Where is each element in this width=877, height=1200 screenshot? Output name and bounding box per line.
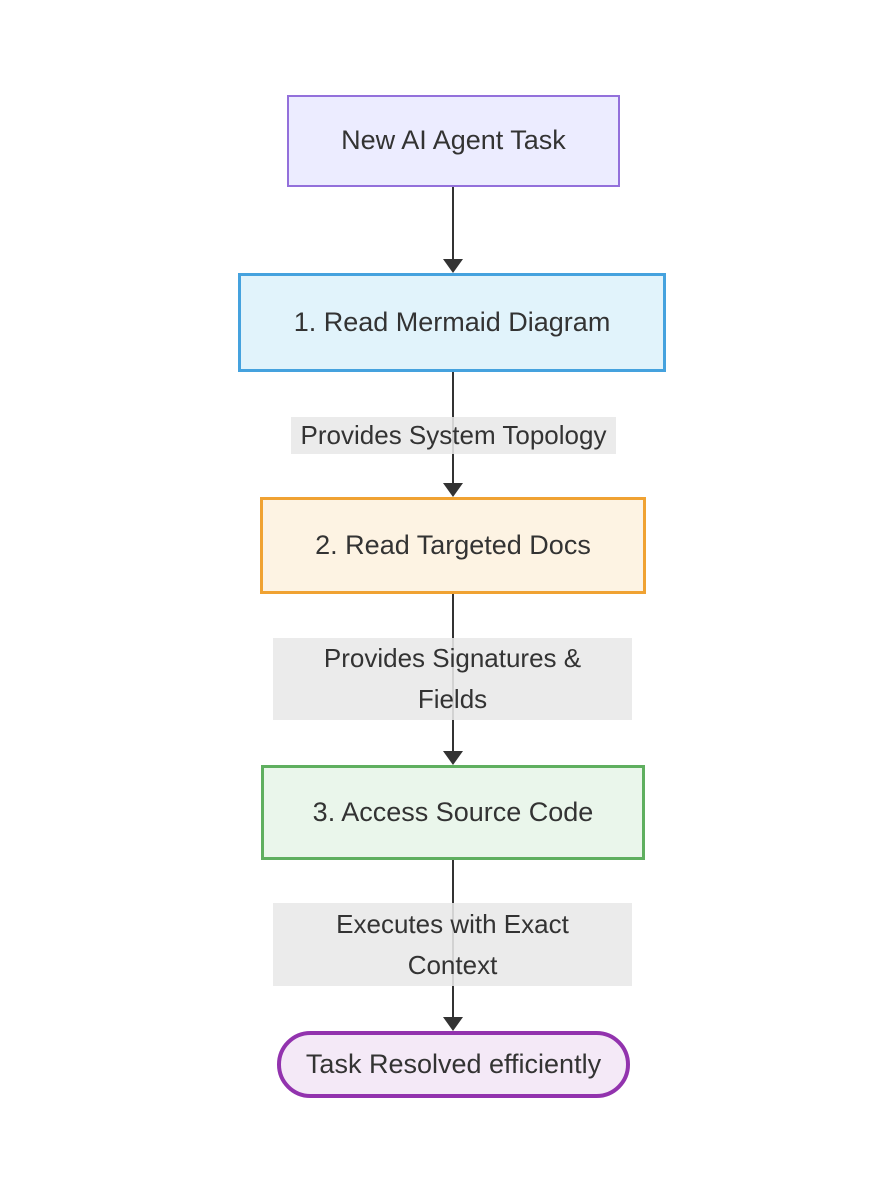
- edge-line-start-step1: [452, 187, 454, 259]
- edge-label-executes-with-exact-context: Executes with Exact Context: [273, 903, 632, 986]
- edge-label-line: Context: [407, 949, 498, 980]
- arrowhead-icon: [443, 1017, 463, 1031]
- edge-label-line: Fields: [417, 684, 488, 714]
- node-access-source-code: 3. Access Source Code: [261, 765, 645, 860]
- node-label: 3. Access Source Code: [312, 796, 594, 827]
- edge-label-provides-signatures-fields: Provides Signatures & Fields: [273, 638, 632, 720]
- edge-label-line: Provides System Topology: [300, 420, 607, 450]
- node-read-mermaid-diagram: 1. Read Mermaid Diagram: [238, 273, 666, 372]
- node-label: New AI Agent Task: [341, 125, 566, 156]
- edge-label-line: Executes with Exact: [336, 908, 569, 939]
- node-label: Task Resolved efficiently: [305, 1048, 602, 1079]
- arrowhead-icon: [443, 483, 463, 497]
- arrowhead-icon: [443, 751, 463, 765]
- node-new-ai-agent-task: New AI Agent Task: [287, 95, 620, 187]
- node-label: 2. Read Targeted Docs: [315, 529, 591, 560]
- arrowhead-icon: [443, 259, 463, 273]
- node-read-targeted-docs: 2. Read Targeted Docs: [260, 497, 646, 594]
- node-task-resolved-efficiently: Task Resolved efficiently: [277, 1031, 630, 1098]
- edge-label-provides-system-topology: Provides System Topology: [291, 417, 616, 454]
- node-label: 1. Read Mermaid Diagram: [293, 306, 611, 337]
- edge-label-line: Provides Signatures &: [323, 643, 582, 673]
